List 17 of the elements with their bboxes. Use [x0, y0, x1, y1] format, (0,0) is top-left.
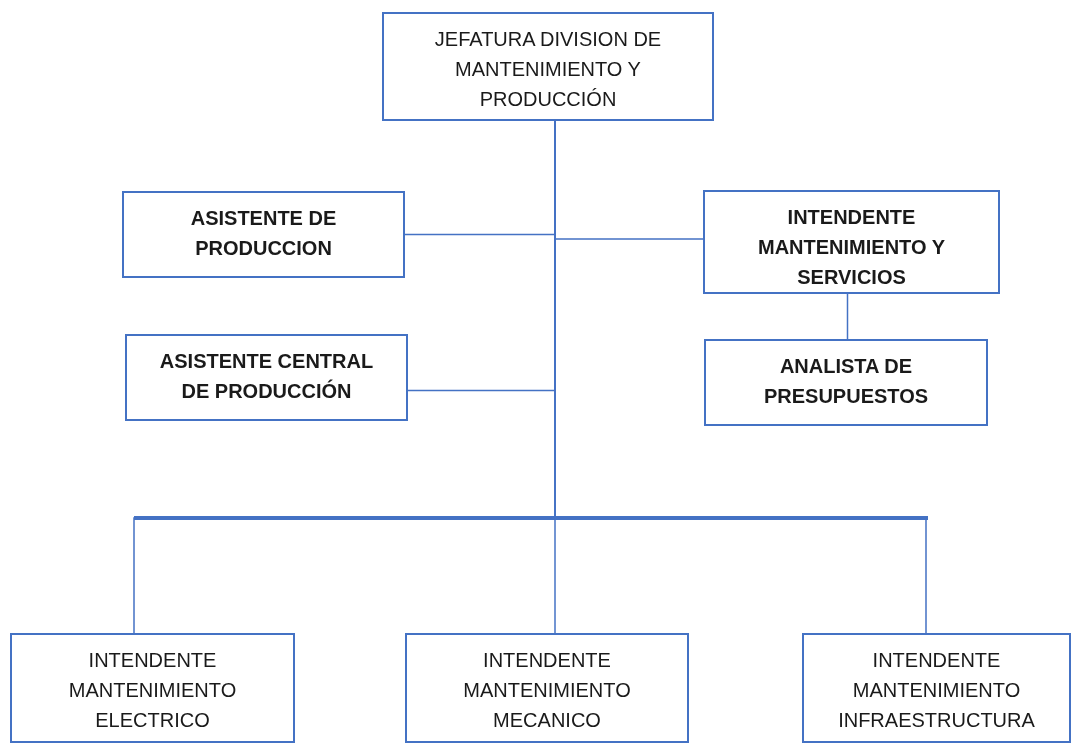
- position-title: ASISTENTE DE PRODUCCION: [189, 206, 338, 261]
- position-box: [125, 334, 408, 421]
- position-box: [382, 12, 714, 121]
- position-box: [704, 339, 988, 426]
- position-box: [802, 633, 1071, 743]
- connector-line: [846, 293, 849, 340]
- position-title: ASISTENTE CENTRAL DE PRODUCCIÓN: [158, 349, 375, 404]
- position-box: [10, 633, 295, 743]
- position-title: ANALISTA DE PRESUPUESTOS: [762, 354, 930, 409]
- position-title: INTENDENTE MANTENIMIENTO INFRAESTRUCTURA: [837, 648, 1036, 733]
- position-box: [122, 191, 405, 278]
- position-title: INTENDENTE MANTENIMIENTO Y SERVICIOS: [756, 205, 947, 290]
- position-box: [703, 190, 1000, 294]
- position-box: [405, 633, 689, 743]
- position-title: INTENDENTE MANTENIMIENTO ELECTRICO: [67, 648, 238, 733]
- position-title: INTENDENTE MANTENIMIENTO MECANICO: [462, 648, 632, 733]
- position-title: JEFATURA DIVISION DE MANTENIMIENTO Y PRODUCCIÓN: [433, 27, 663, 112]
